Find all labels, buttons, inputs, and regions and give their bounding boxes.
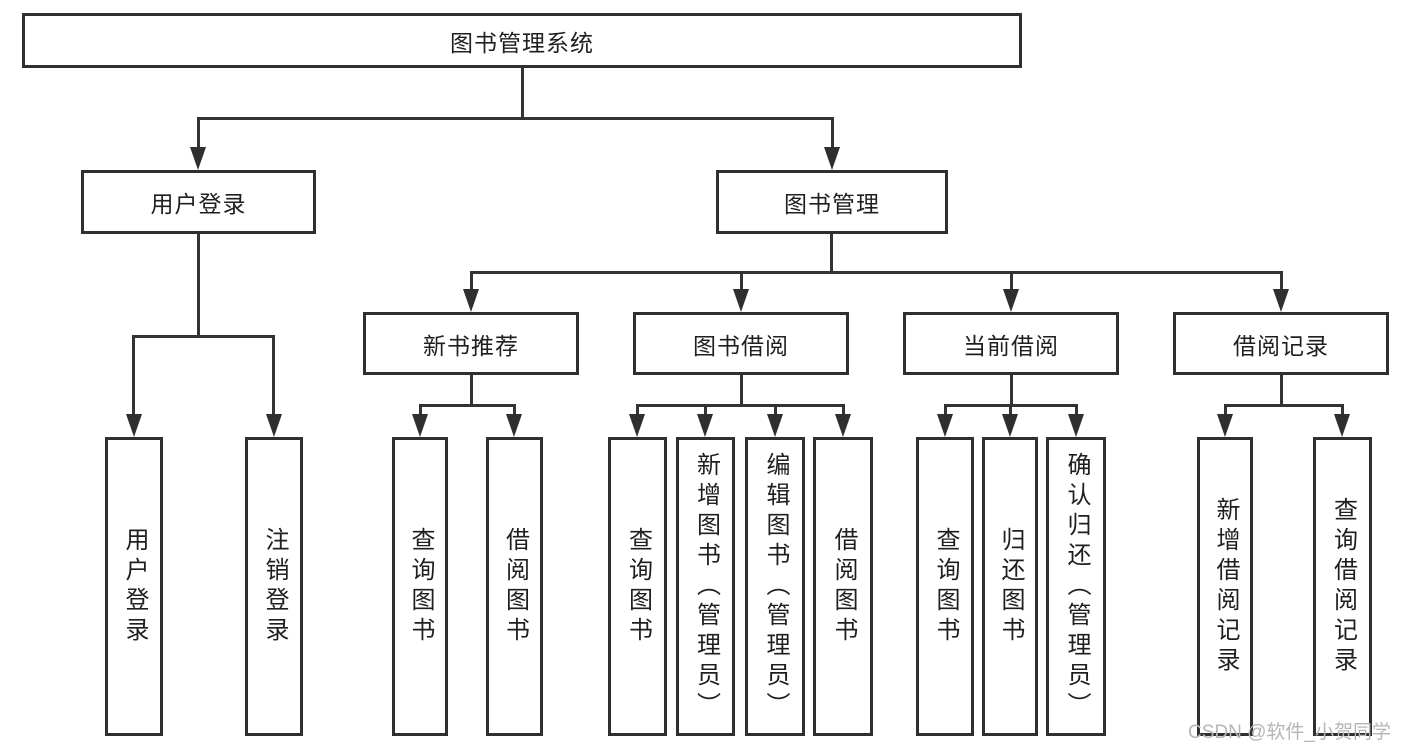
connector-book-mgmt-branch — [470, 271, 1283, 274]
connector-book-mgmt-stem — [830, 234, 833, 274]
connector-drop — [197, 117, 200, 150]
connector-drop — [1009, 404, 1012, 416]
node-current-borrowing: 当前借阅 — [903, 312, 1119, 375]
connector-drop — [842, 404, 845, 416]
node-leaf-query-books: 查询图书 — [392, 437, 448, 736]
arrow-down-icon — [1003, 289, 1019, 312]
arrow-down-icon — [1273, 289, 1289, 312]
node-leaf-add-books-admin: 新增图书（管理员） — [676, 437, 735, 736]
arrow-down-icon — [126, 414, 142, 437]
node-leaf-add-borrow-record: 新增借阅记录 — [1197, 437, 1253, 736]
arrow-down-icon — [1002, 414, 1018, 437]
connector-branch — [419, 404, 516, 407]
connector-drop — [831, 117, 834, 150]
arrow-down-icon — [506, 414, 522, 437]
node-user-login: 用户登录 — [81, 170, 316, 234]
arrow-down-icon — [1217, 414, 1233, 437]
connector-user-login-stem — [197, 234, 200, 338]
arrow-down-icon — [1068, 414, 1084, 437]
arrow-down-icon — [767, 414, 783, 437]
connector-drop — [636, 404, 639, 416]
node-leaf-logout: 注销登录 — [245, 437, 303, 736]
connector-branch — [636, 404, 844, 407]
connector-drop — [704, 404, 707, 416]
arrow-down-icon — [1334, 414, 1350, 437]
node-leaf-borrow-books: 借阅图书 — [486, 437, 543, 736]
node-book-management: 图书管理 — [716, 170, 948, 234]
node-leaf-return-books: 归还图书 — [982, 437, 1038, 736]
arrow-down-icon — [824, 147, 840, 170]
node-leaf-borrow-books: 借阅图书 — [813, 437, 873, 736]
connector-stem — [470, 375, 473, 407]
csdn-watermark: CSDN @软件_小贺同学 — [1188, 722, 1391, 743]
connector-root-branch — [197, 117, 834, 120]
node-leaf-query-borrow-record: 查询借阅记录 — [1313, 437, 1372, 736]
connector-drop — [470, 271, 473, 292]
arrow-down-icon — [937, 414, 953, 437]
connector-drop — [1010, 271, 1013, 292]
node-borrowing-records: 借阅记录 — [1173, 312, 1389, 375]
connector-drop — [1075, 404, 1078, 416]
node-leaf-user-login: 用户登录 — [105, 437, 163, 736]
node-leaf-confirm-return-admin: 确认归还（管理员） — [1046, 437, 1106, 736]
connector-drop — [272, 335, 275, 415]
connector-stem — [740, 375, 743, 407]
arrow-down-icon — [266, 414, 282, 437]
connector-drop — [132, 335, 135, 415]
connector-stem — [1010, 375, 1013, 407]
node-leaf-query-books: 查询图书 — [608, 437, 667, 736]
node-leaf-edit-books-admin: 编辑图书（管理员） — [745, 437, 805, 736]
connector-drop — [513, 404, 516, 416]
connector-drop — [944, 404, 947, 416]
node-book-borrowing: 图书借阅 — [633, 312, 849, 375]
arrow-down-icon — [733, 289, 749, 312]
connector-drop — [1341, 404, 1344, 416]
connector-branch — [1224, 404, 1343, 407]
connector-root-stem — [521, 68, 524, 119]
connector-drop — [1280, 271, 1283, 292]
connector-drop — [740, 271, 743, 292]
node-library-system: 图书管理系统 — [22, 13, 1022, 68]
arrow-down-icon — [412, 414, 428, 437]
connector-drop — [1224, 404, 1227, 416]
arrow-down-icon — [697, 414, 713, 437]
connector-stem — [1280, 375, 1283, 407]
arrow-down-icon — [463, 289, 479, 312]
connector-user-login-branch — [132, 335, 275, 338]
arrow-down-icon — [629, 414, 645, 437]
connector-drop — [419, 404, 422, 416]
node-leaf-query-books: 查询图书 — [916, 437, 974, 736]
connector-drop — [774, 404, 777, 416]
arrow-down-icon — [835, 414, 851, 437]
node-new-book-recommend: 新书推荐 — [363, 312, 579, 375]
arrow-down-icon — [190, 147, 206, 170]
